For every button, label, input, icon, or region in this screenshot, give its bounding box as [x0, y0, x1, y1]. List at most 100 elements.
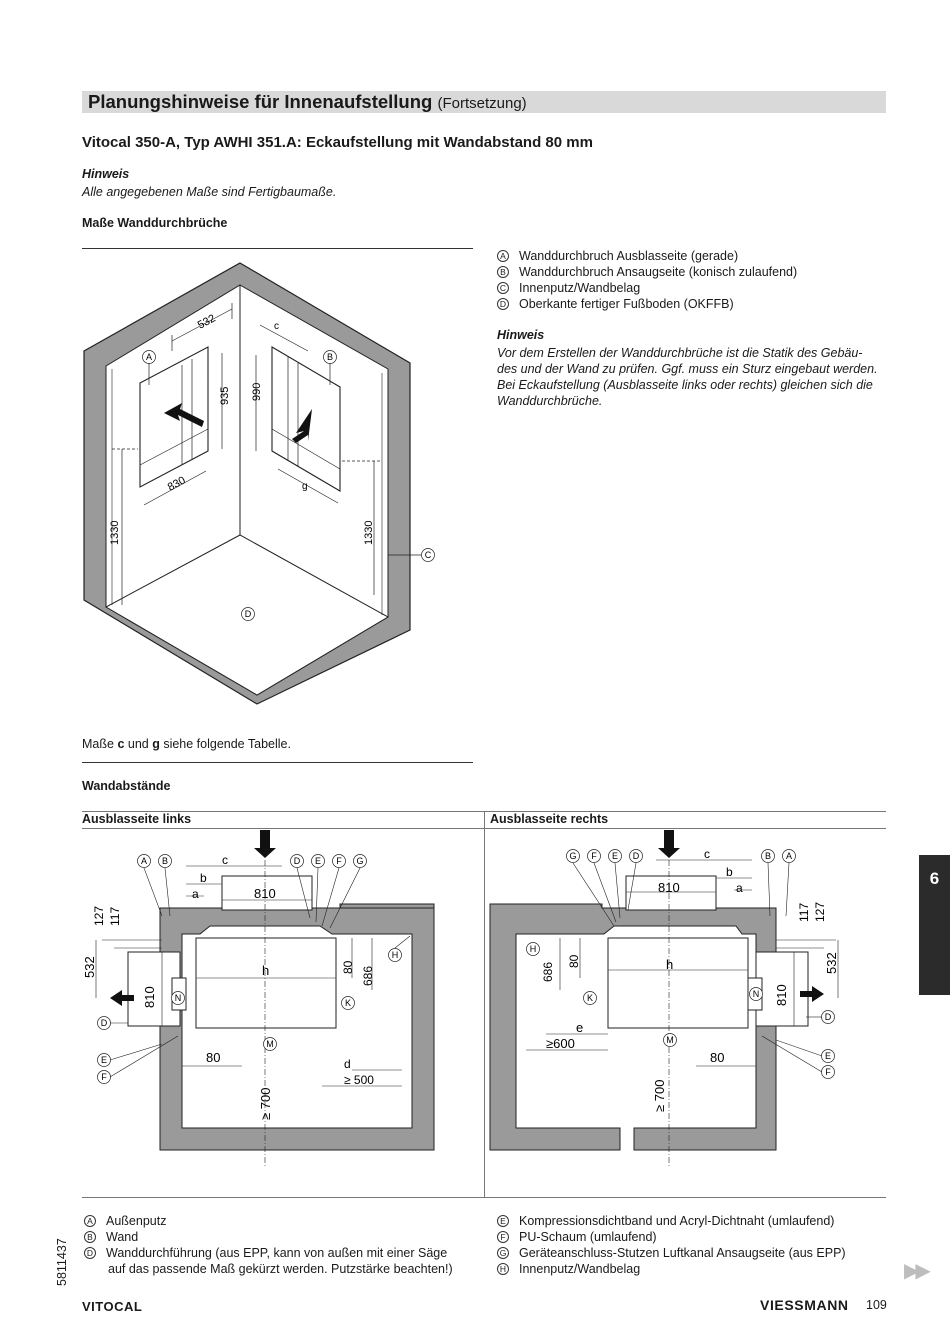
legend-text: Geräteanschluss-Stutzen Luftkanal Ansaug…	[519, 1246, 846, 1260]
dim-500: ≥ 500	[344, 1073, 374, 1087]
dim-g: g	[302, 481, 308, 492]
wall-right-plan	[489, 903, 777, 1151]
arrow-exhaust	[164, 403, 204, 427]
legend-item: C Innenputz/Wandbelag	[497, 280, 797, 296]
dim-a: a	[736, 881, 743, 895]
page-title-text: Planungshinweise für Innenaufstellung	[88, 91, 433, 112]
callout-a: A	[786, 851, 792, 861]
legend-item: B Wanddurchbruch Ansaugseite (konisch zul…	[497, 264, 797, 280]
callout-c: C	[425, 550, 432, 560]
dim-c: c	[704, 847, 710, 861]
col-header-left: Ausblasseite links	[82, 812, 192, 826]
callout-b: B	[162, 856, 168, 866]
dim-532: 532	[82, 956, 97, 978]
legend-key: G	[497, 1247, 509, 1259]
dim-117: 117	[108, 907, 122, 926]
dimension-lines-right	[255, 324, 380, 595]
arrow-out-side	[800, 986, 824, 1002]
callout-g: G	[356, 856, 363, 866]
dim-810-top: 810	[658, 880, 680, 895]
rule-top	[82, 248, 473, 249]
callout-f: F	[336, 856, 342, 866]
page-subtitle: Vitocal 350-A, Typ AWHI 351.A: Eckaufste…	[82, 134, 593, 151]
col-header-right: Ausblasseite rechts	[490, 812, 609, 826]
legend-text: Innenputz/Wandbelag	[519, 281, 641, 295]
callout-a: A	[141, 856, 147, 866]
callout-d-side: D	[101, 1018, 108, 1028]
legend-text: Wand	[106, 1230, 139, 1244]
legend-key: H	[497, 1263, 509, 1275]
hint2-line: des und der Wand zu prüfen. Ggf. muss ei…	[497, 362, 878, 376]
table-divider	[484, 811, 485, 1198]
arrow-intake	[292, 409, 312, 443]
dim-h: h	[262, 963, 269, 978]
legend-text: Oberkante fertiger Fußboden (OKFFB)	[519, 297, 734, 311]
hint2-text: Vor dem Erstellen der Wanddurchbrüche is…	[497, 345, 892, 409]
legend-key: A	[497, 250, 509, 262]
dim-b: b	[200, 871, 207, 885]
legend-item-continuation: auf das passende Maß gekürzt werden. Put…	[108, 1262, 453, 1276]
dim-990: 990	[251, 383, 263, 401]
legend-text: Innenputz/Wandbelag	[519, 1262, 641, 1276]
dim-80-vert: 80	[567, 954, 581, 968]
callout-h: H	[392, 950, 399, 960]
callout-b: B	[327, 352, 333, 362]
dim-h: h	[666, 957, 673, 972]
legend-key: A	[84, 1215, 96, 1227]
section-heading-wall-openings: Maße Wanddurchbrüche	[82, 216, 228, 230]
callout-e: E	[315, 856, 321, 866]
dim-700: ≥ 700	[258, 1088, 273, 1120]
arrow-out-side	[110, 990, 134, 1006]
callout-d: D	[245, 609, 252, 619]
dim-127: 127	[92, 906, 106, 926]
hint-text: Alle angegebenen Maße sind Fertigbaumaße…	[82, 185, 337, 199]
callout-n: N	[175, 993, 182, 1003]
legend-text: Wanddurchbruch Ansaugseite (konisch zula…	[519, 265, 798, 279]
chapter-tab[interactable]: 6	[919, 855, 950, 995]
legend-key: B	[497, 266, 509, 278]
corner-wall-openings-drawing: 532 935 830 1330 c 990 g 1330 A B C D	[83, 262, 435, 705]
callout-f-side: F	[101, 1072, 107, 1082]
arrow-in-top	[658, 830, 680, 858]
legend-item: G Geräteanschluss-Stutzen Luftkanal Ansau…	[497, 1245, 846, 1261]
next-page-arrows-icon[interactable]: ▶▶	[904, 1260, 931, 1282]
callout-e-side: E	[825, 1051, 831, 1061]
page-title-continuation: (Fortsetzung)	[437, 95, 527, 112]
dim-117: 117	[797, 903, 811, 922]
callout-k: K	[587, 993, 593, 1003]
callout-m: M	[266, 1039, 274, 1049]
footer-product: VITOCAL	[82, 1299, 143, 1314]
arrow-in-top	[254, 830, 276, 858]
dim-e: e	[576, 1020, 583, 1035]
callout-k: K	[345, 998, 351, 1008]
legend-text: PU-Schaum (umlaufend)	[519, 1230, 657, 1244]
legend-key: D	[84, 1247, 96, 1259]
page-title: Planungshinweise für Innenaufstellung (F…	[88, 91, 527, 115]
callout-f-side: F	[825, 1067, 831, 1077]
rule-mid	[82, 762, 473, 763]
dim-1330-right: 1330	[363, 521, 375, 545]
legend-key: C	[497, 282, 509, 294]
note-c: c	[117, 737, 125, 751]
hint2-label: Hinweis	[497, 328, 545, 342]
note-c-g: Maße c und g siehe folgende Tabelle.	[82, 737, 291, 751]
plan-exhaust-left: c b a 810 127 117 532 810 h 80 686 d ≥ 5…	[82, 830, 435, 1166]
callout-e: E	[612, 851, 618, 861]
legend-key: F	[497, 1231, 509, 1243]
legend-text: Wanddurchbruch Ausblasseite (gerade)	[519, 249, 739, 263]
dim-532: 532	[824, 952, 839, 974]
dim-810-side: 810	[774, 984, 789, 1006]
document-number: 5811437	[55, 1238, 69, 1286]
legend-text: Außenputz	[106, 1214, 167, 1228]
callout-m: M	[666, 1035, 674, 1045]
callout-g: G	[569, 851, 576, 861]
callout-d: D	[294, 856, 301, 866]
dim-686: 686	[361, 966, 375, 986]
dim-80-vert: 80	[341, 960, 355, 974]
dim-127: 127	[813, 902, 827, 922]
hint2-line: Bei Eckaufstellung (Ausblasseite links o…	[497, 378, 873, 392]
